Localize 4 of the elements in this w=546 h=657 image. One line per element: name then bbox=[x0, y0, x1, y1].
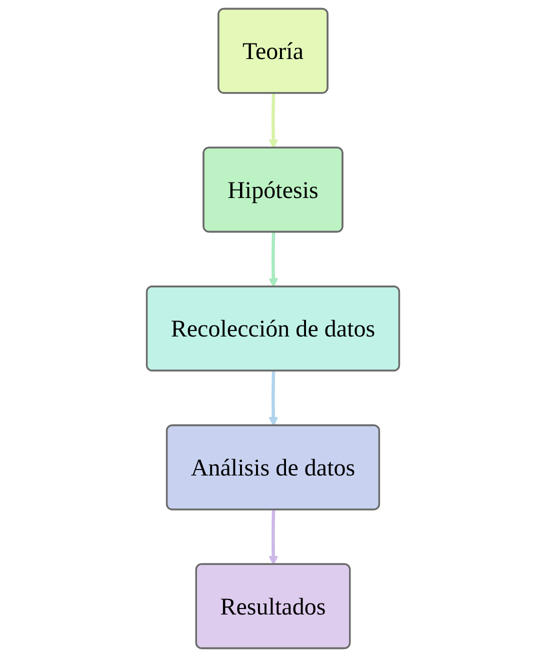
arrow bbox=[268, 232, 278, 288]
arrow bbox=[268, 371, 278, 426]
arrow bbox=[268, 93, 278, 149]
arrow bbox=[268, 510, 278, 566]
